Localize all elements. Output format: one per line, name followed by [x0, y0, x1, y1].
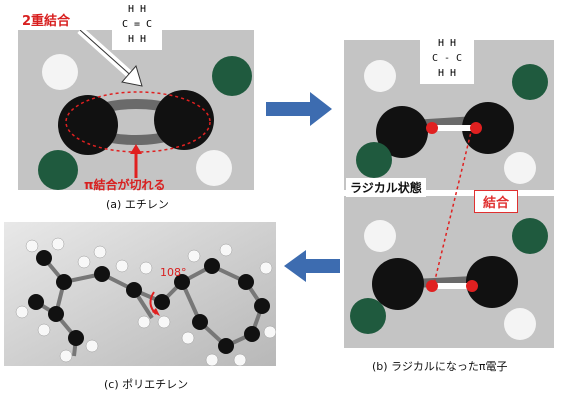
- radical-state-label: ラジカル状態: [346, 178, 426, 197]
- green-atom: [38, 150, 78, 190]
- formula-mid: C = C: [121, 19, 153, 30]
- radical-electron: [426, 280, 438, 292]
- panel-b-top-photo: [344, 40, 554, 190]
- ethylene-model: [18, 30, 254, 190]
- hydrogen-atom: [42, 54, 78, 90]
- arrow-left: [284, 250, 340, 282]
- caption-c: (c) ポリエチレン: [104, 378, 189, 391]
- hydrogen-atom: [364, 220, 396, 252]
- radical-electron: [426, 122, 438, 134]
- formula-bot: H H: [127, 34, 147, 45]
- radical-model-bottom: [344, 196, 554, 348]
- radical-electron: [466, 280, 478, 292]
- caption-a: (a) エチレン: [106, 198, 169, 211]
- double-bond-label: 2重結合: [22, 14, 71, 29]
- green-atom: [350, 298, 386, 334]
- hydrogen-atom: [196, 150, 232, 186]
- carbon-atom-right: [462, 102, 514, 154]
- hydrogen-atom: [504, 152, 536, 184]
- bond-angle-label: 108°: [160, 266, 187, 279]
- formula-mid: C - C: [431, 53, 463, 64]
- carbon-atom-right: [154, 90, 214, 150]
- green-atom: [356, 142, 392, 178]
- green-atom: [512, 218, 548, 254]
- carbon-atom-right: [466, 256, 518, 308]
- double-bond-pointer-outline: [79, 30, 137, 81]
- ethylene-formula: H H C = C H H: [112, 2, 162, 50]
- bond-connector: [433, 127, 473, 285]
- hydrogen-atom: [364, 60, 396, 92]
- bond-angle-arrowhead: [152, 308, 160, 316]
- formula-top: H H: [127, 4, 147, 15]
- carbon-atoms: [28, 250, 270, 354]
- polyethylene-model: [4, 222, 276, 366]
- hydrogen-atoms: [15, 237, 276, 366]
- pi-break-label: π結合が切れる: [84, 178, 166, 192]
- green-atom: [212, 56, 252, 96]
- radical-model-top: [344, 40, 554, 190]
- formula-top: H H: [437, 38, 457, 49]
- radical-formula: H H C - C H H: [420, 36, 474, 84]
- panel-a-photo: [18, 30, 254, 190]
- hydrogen-atom: [504, 308, 536, 340]
- pi-bond-highlight: [65, 91, 211, 153]
- carbon-atom-left: [372, 258, 424, 310]
- panel-b-bottom-photo: [344, 196, 554, 348]
- panel-c-photo: [4, 222, 276, 366]
- caption-b: (b) ラジカルになったπ電子: [372, 360, 508, 373]
- carbon-atom-left: [376, 106, 428, 158]
- pi-break-arrowhead: [130, 144, 142, 154]
- green-atom: [512, 64, 548, 100]
- bond-label: 結合: [474, 190, 519, 213]
- formula-bot: H H: [437, 68, 457, 79]
- arrow-right: [266, 92, 332, 126]
- double-bond-pointer-head: [121, 64, 143, 87]
- radical-electron: [470, 122, 482, 134]
